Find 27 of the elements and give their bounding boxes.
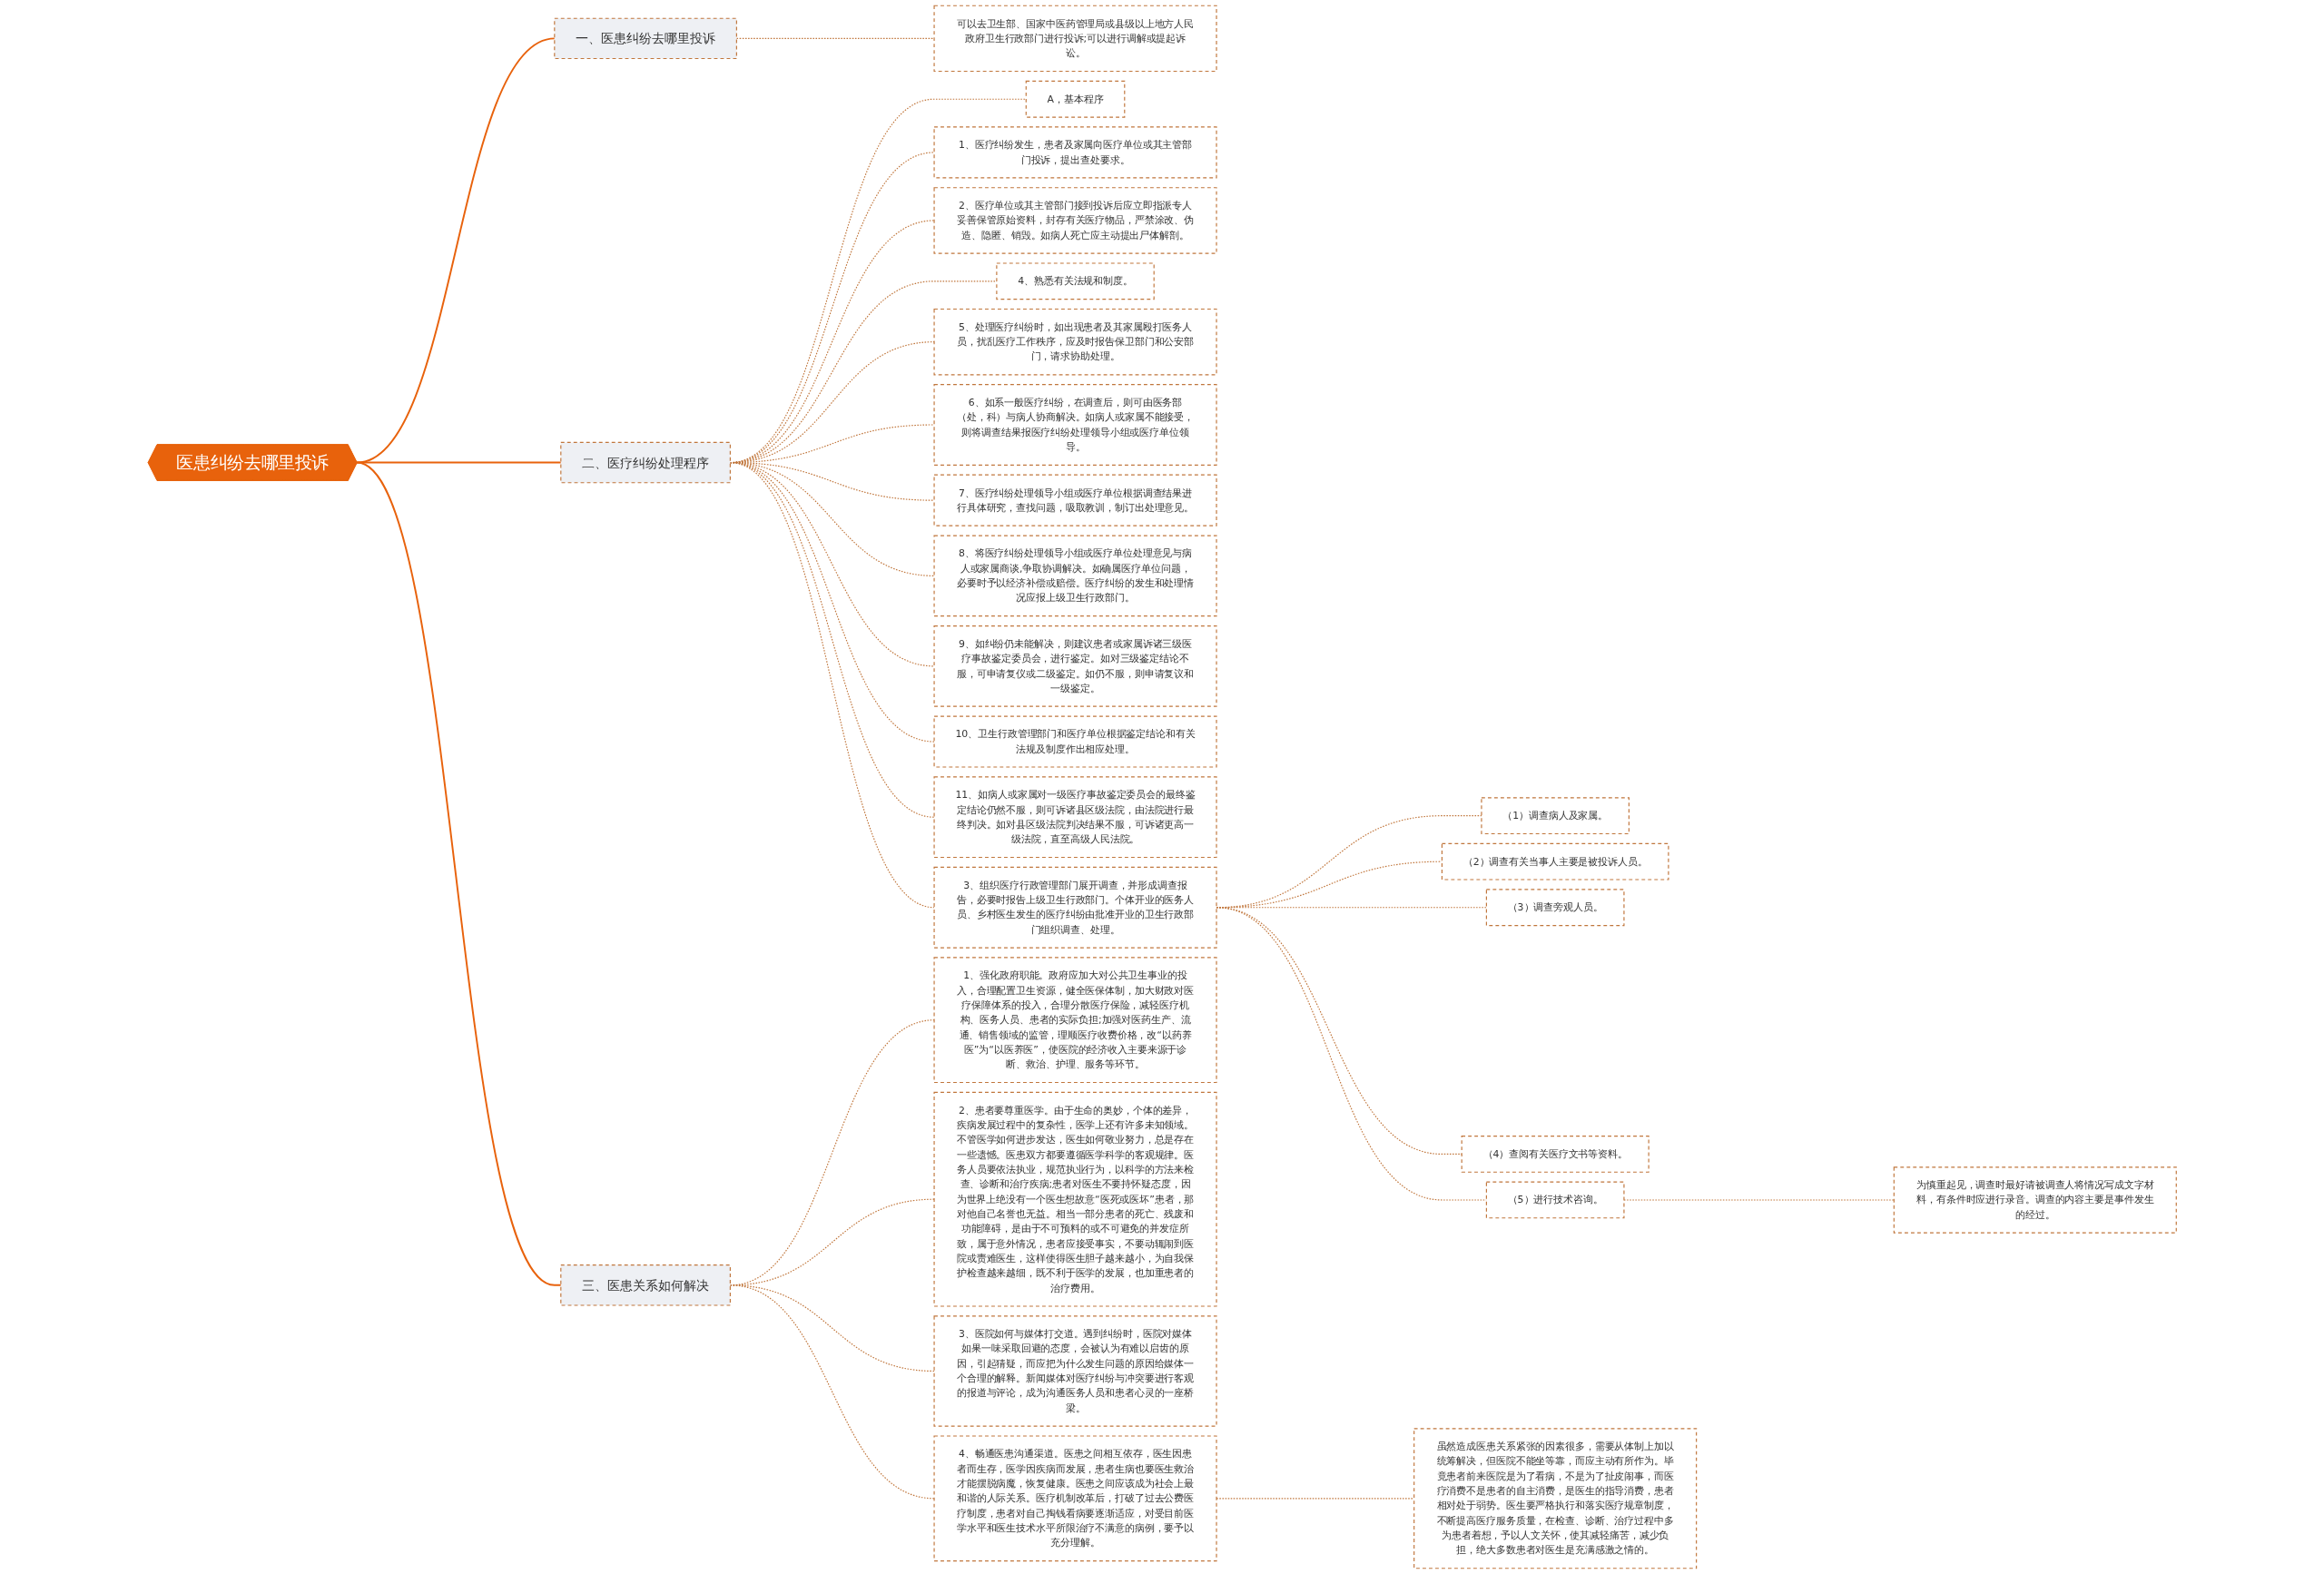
node-box [553,17,737,60]
node-box [1485,889,1625,927]
node-box [933,957,1217,1084]
node-box [933,474,1217,526]
node-box [1485,1181,1625,1219]
node-box [933,625,1217,707]
node-box [1413,1428,1697,1569]
node-box [1461,1136,1649,1173]
node-box [933,384,1217,466]
node-box [1481,797,1630,835]
node-box [933,866,1217,949]
node-box [559,441,731,484]
node-box [1441,842,1669,880]
node-box [933,1091,1217,1307]
node-box [933,535,1217,617]
node-box [559,1264,731,1306]
node-box [933,126,1217,179]
node-box [933,187,1217,254]
node-box [933,1315,1217,1427]
node-box [1893,1166,2177,1234]
node-box [933,1435,1217,1562]
node-box [933,715,1217,768]
node-box [933,5,1217,73]
node-box [1025,80,1126,118]
node-box [996,262,1155,300]
node-box [933,308,1217,376]
node-box [933,776,1217,859]
